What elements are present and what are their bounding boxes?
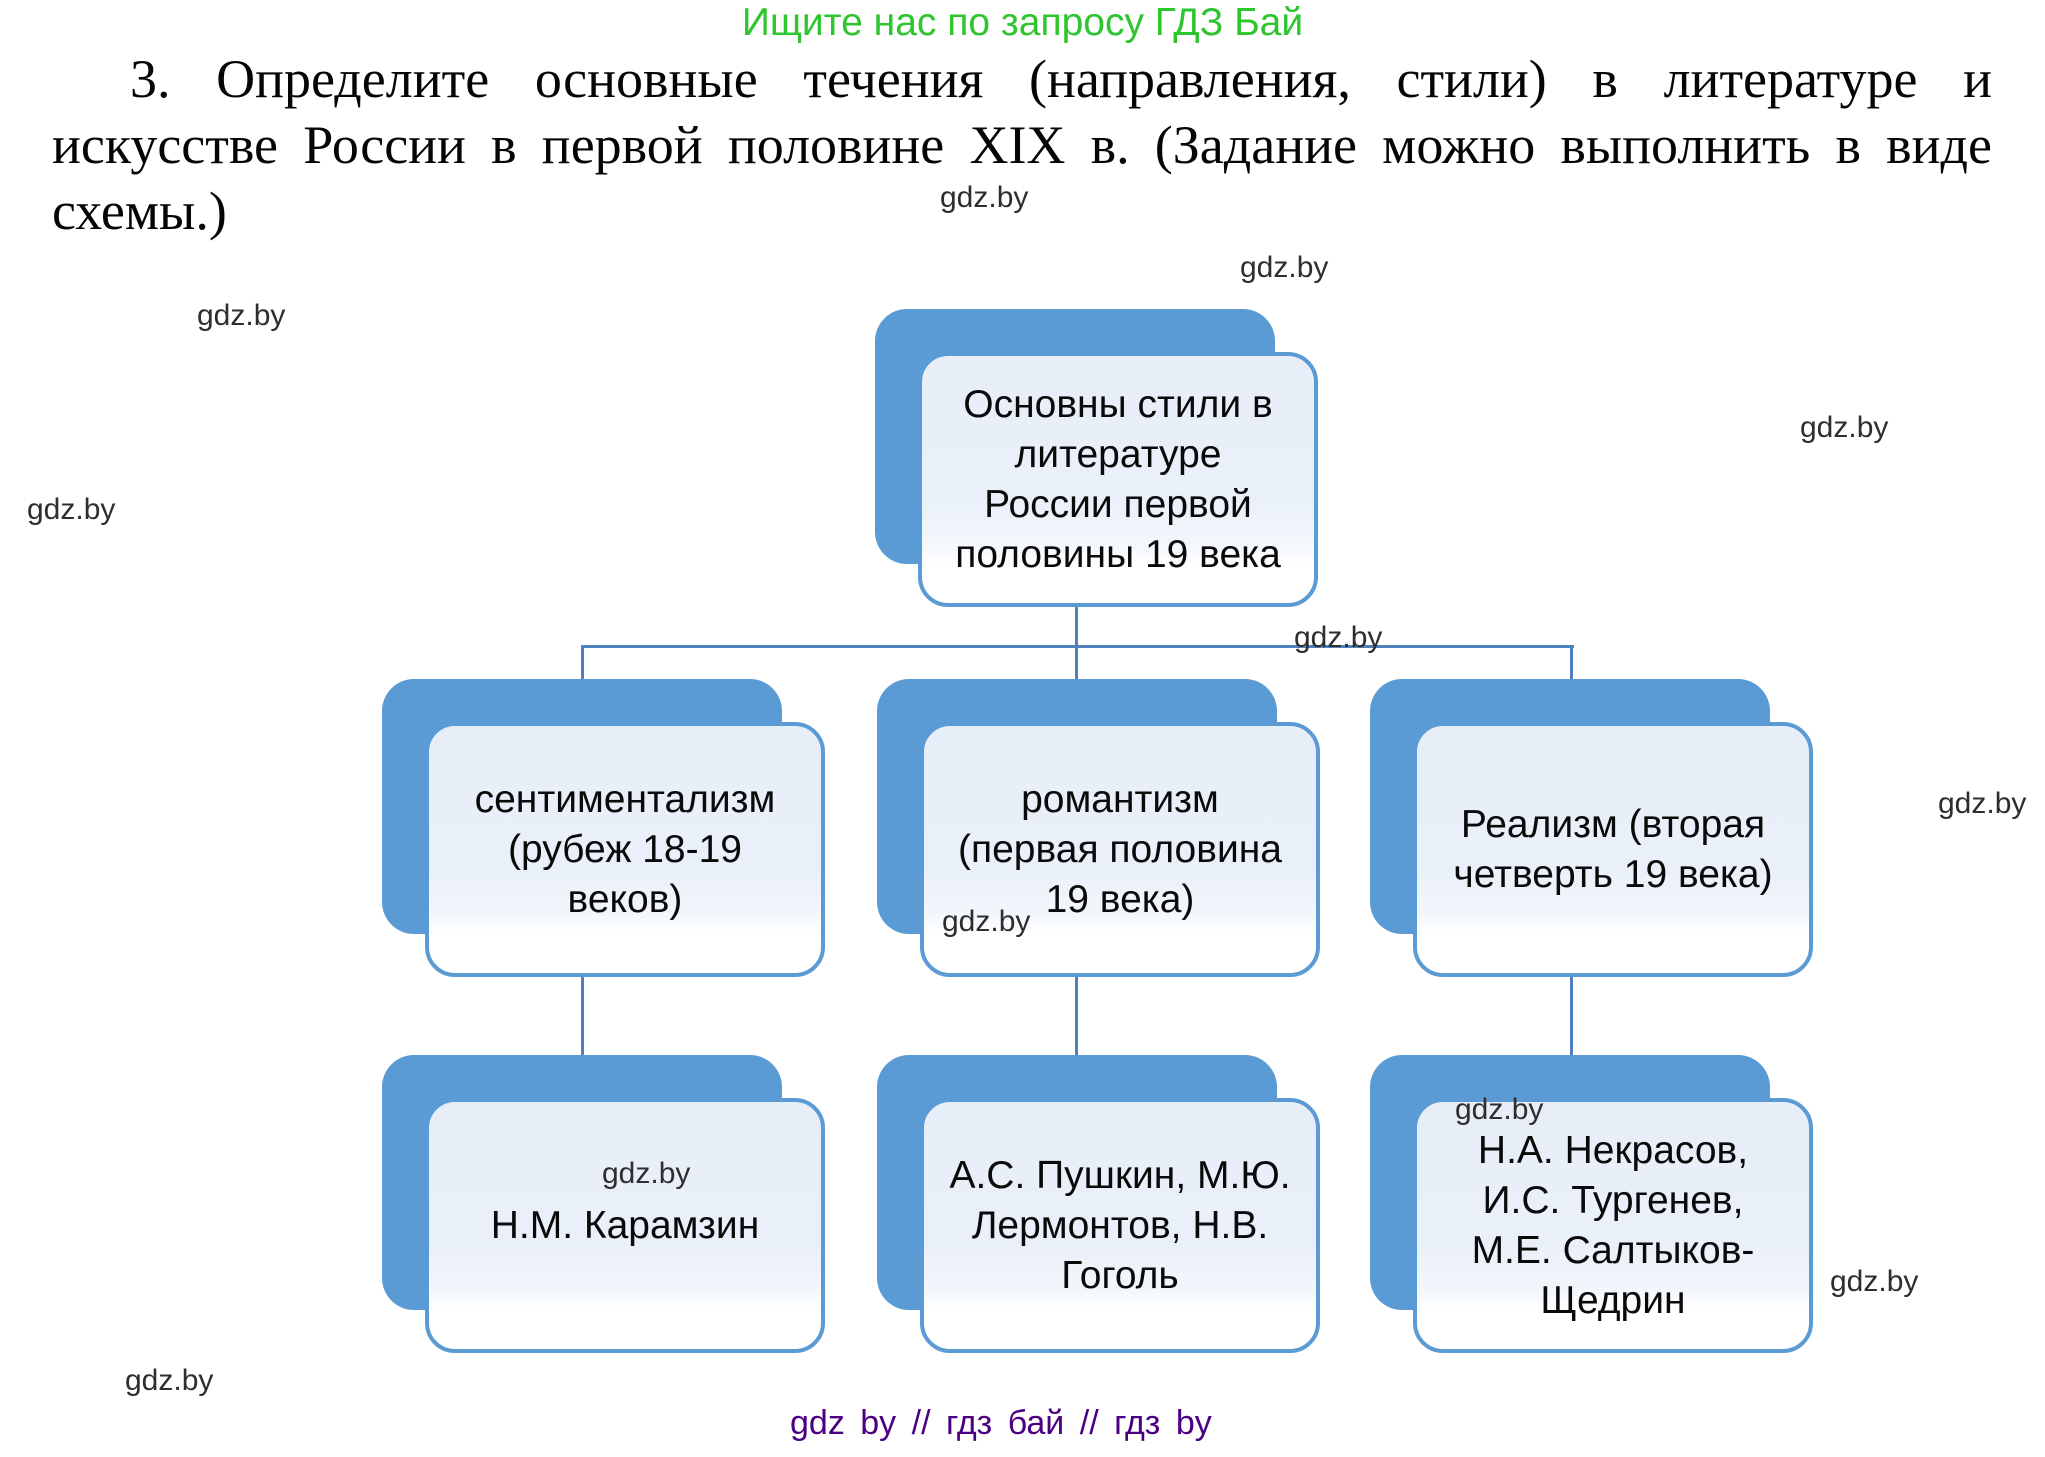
gdz-watermark: gdz.by	[1800, 411, 1889, 444]
node-karamzin-label: Н.М. Карамзин	[425, 1098, 825, 1353]
node-karamzin: Н.М. Карамзин	[382, 1055, 825, 1353]
gdz-watermark: gdz.by	[1938, 787, 2027, 820]
task-line-1: 3. Определите основные течения (направле…	[130, 49, 1992, 109]
gdz-watermark: gdz.by	[602, 1157, 691, 1190]
connector-middle-drop	[1075, 645, 1078, 684]
node-nekrasov-turgenev-saltykov: Н.А. Некрасов, И.С. Тургенев, М.Е. Салты…	[1370, 1055, 1813, 1353]
promo-banner: Ищите нас по запросу ГДЗ Бай	[741, 1, 1304, 44]
node-pushkin-label: А.С. Пушкин, М.Ю. Лермонтов, Н.В. Гоголь	[920, 1098, 1320, 1353]
gdz-watermark: gdz.by	[197, 299, 286, 332]
node-root-label: Основны стили в литературе России первой…	[918, 352, 1318, 607]
connector-left-child-drop	[581, 974, 584, 1058]
gdz-watermark: gdz.by	[1294, 621, 1383, 654]
gdz-watermark: gdz.by	[125, 1364, 214, 1397]
node-sentimentalism: сентиментализм (рубеж 18-19 веков)	[382, 679, 825, 977]
gdz-watermark: gdz.by	[942, 905, 1031, 938]
gdz-watermark: gdz.by	[1240, 251, 1329, 284]
node-pushkin-lermontov-gogol: А.С. Пушкин, М.Ю. Лермонтов, Н.В. Гоголь	[877, 1055, 1320, 1353]
node-romanticism-label: романтизм (первая половина 19 века)	[920, 722, 1320, 977]
node-romanticism: романтизм (первая половина 19 века)	[877, 679, 1320, 977]
task-text: 3. Определите основные течения (направле…	[52, 46, 1992, 244]
node-root: Основны стили в литературе России первой…	[875, 309, 1318, 607]
node-sentimentalism-label: сентиментализм (рубеж 18-19 веков)	[425, 722, 825, 977]
node-realism-label: Реализм (вторая четверть 19 века)	[1413, 722, 1813, 977]
task-line-2: искусстве России в первой половине XIX в…	[52, 115, 1992, 175]
connector-right-drop	[1570, 645, 1573, 684]
connector-left-drop	[581, 645, 584, 684]
connector-middle-child-drop	[1075, 974, 1078, 1058]
connector-root-drop	[1075, 605, 1078, 647]
connector-right-child-drop	[1570, 974, 1573, 1058]
footer-watermark: gdz by // гдз бай // гдз by	[790, 1404, 1212, 1442]
gdz-watermark: gdz.by	[940, 181, 1029, 214]
node-realism: Реализм (вторая четверть 19 века)	[1370, 679, 1813, 977]
gdz-watermark: gdz.by	[1455, 1093, 1544, 1126]
task-line-3: схемы.)	[52, 181, 227, 241]
gdz-watermark: gdz.by	[27, 493, 116, 526]
node-nekrasov-label: Н.А. Некрасов, И.С. Тургенев, М.Е. Салты…	[1413, 1098, 1813, 1353]
gdz-watermark: gdz.by	[1830, 1265, 1919, 1298]
